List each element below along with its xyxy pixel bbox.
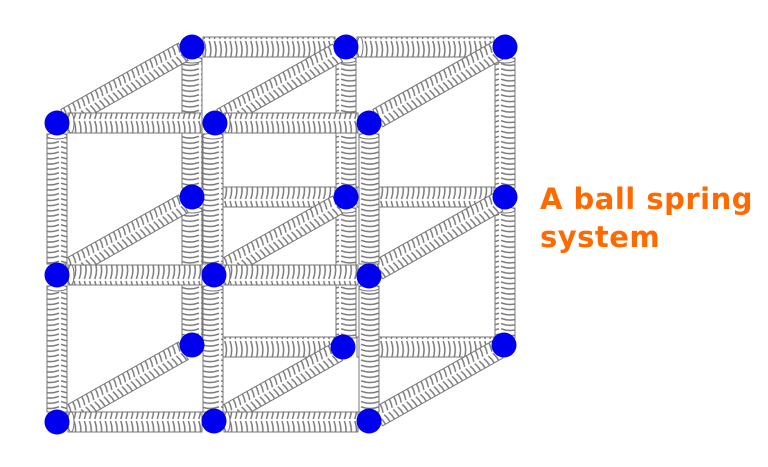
ball bbox=[333, 34, 359, 60]
caption-line-2: system bbox=[540, 220, 661, 254]
ball bbox=[492, 184, 518, 210]
ball bbox=[330, 334, 356, 360]
ball bbox=[179, 34, 205, 60]
ball bbox=[44, 262, 70, 288]
ball bbox=[179, 184, 205, 210]
ball bbox=[333, 184, 359, 210]
ball bbox=[179, 332, 205, 358]
diagram-caption: A ball spring system bbox=[540, 180, 753, 256]
ball bbox=[356, 263, 382, 289]
spring-depth-diagonal bbox=[60, 40, 504, 427]
spring-front-vertical bbox=[46, 132, 380, 413]
ball bbox=[491, 332, 517, 358]
ball bbox=[201, 408, 227, 434]
balls bbox=[44, 34, 518, 435]
caption-line-1: A ball spring bbox=[540, 182, 754, 216]
ball bbox=[202, 110, 228, 136]
ball bbox=[201, 262, 227, 288]
ball bbox=[44, 110, 70, 136]
springs bbox=[46, 36, 516, 433]
ball bbox=[492, 34, 518, 60]
ball bbox=[356, 408, 382, 434]
ball bbox=[356, 110, 382, 136]
ball bbox=[44, 409, 70, 435]
